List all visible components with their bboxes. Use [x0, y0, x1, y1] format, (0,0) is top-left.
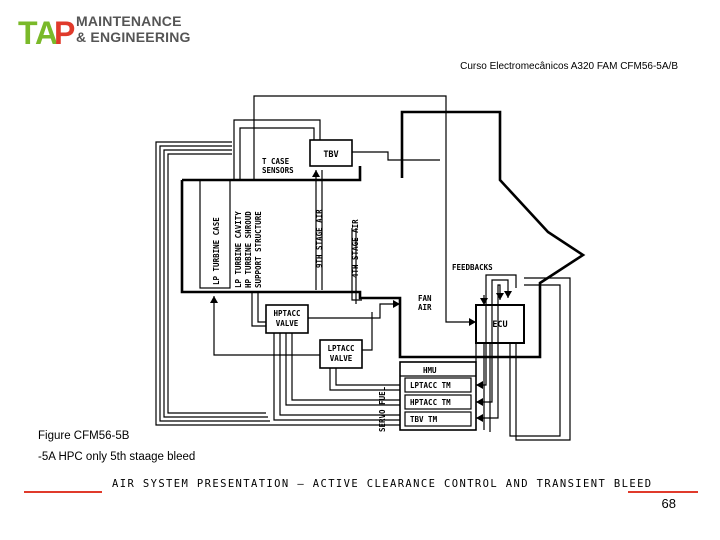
- hptacc-label-2: VALVE: [276, 319, 299, 328]
- support-structure-label: SUPPORT STRUCTURE: [254, 211, 263, 288]
- hmu-arrow-1: [476, 381, 483, 389]
- ecu-label: ECU: [492, 320, 507, 330]
- logo-letter-p: P: [54, 15, 75, 48]
- lp-turbine-cavity-label: LP TURBINE CAVITY: [234, 211, 243, 288]
- servo-line-1: [273, 333, 400, 421]
- lp-turbine-case-box: [199, 179, 231, 289]
- logo-line1: MAINTENANCE: [76, 13, 182, 29]
- logo-letter-a: A: [35, 15, 58, 48]
- lptacc-tm-label: LPTACC TM: [410, 381, 451, 390]
- lptacc-valve-box: [319, 339, 363, 369]
- course-title: Curso Electromecânicos A320 FAM CFM56-5A…: [460, 61, 678, 72]
- feedbacks-label: FEEDBACKS: [452, 263, 493, 272]
- servo-line-4: [291, 333, 400, 401]
- servo-line-3: [285, 333, 400, 406]
- fan-air-label-1: FAN: [418, 294, 432, 303]
- outer-loop-1: [155, 141, 400, 426]
- hptacc-label-1: HPTACC: [273, 309, 300, 318]
- red-rule-right: [628, 491, 698, 493]
- lptacc-label-2: VALVE: [330, 354, 353, 363]
- lp-case-arrow: [210, 296, 218, 303]
- logo-line2: & ENGINEERING: [76, 29, 191, 45]
- page-number: 68: [661, 496, 676, 511]
- figure-note: -5A HPC only 5th staage bleed: [38, 451, 196, 463]
- tap-logo: T A P: [18, 15, 75, 48]
- lp-turbine-case-label: LP TURBINE CASE: [212, 217, 221, 285]
- red-rule-left: [24, 491, 102, 493]
- fan-air-arrow: [393, 300, 400, 308]
- hmu-arrow-2: [476, 398, 483, 406]
- ninth-stage-air-label: 9TH STAGE AIR: [315, 209, 324, 268]
- lptacc-label-1: LPTACC: [327, 344, 354, 353]
- ecu-wiring-1: [509, 284, 561, 437]
- engine-outline: [180, 110, 586, 359]
- fourth-stage-air-label: 4TH STAGE AIR: [351, 219, 360, 278]
- fan-air-label-2: AIR: [418, 303, 432, 312]
- ecu-input-arrow: [469, 318, 476, 326]
- tbv-label: TBV: [323, 150, 338, 160]
- hptacc-inlet: [257, 292, 266, 323]
- fan-air-line: [308, 303, 400, 319]
- feedback-line-3: [476, 284, 501, 419]
- servo-fuel-label: SERVO FUEL: [378, 386, 387, 432]
- tbv-outlet: [352, 151, 440, 161]
- logo-text: MAINTENANCE & ENGINEERING: [76, 13, 191, 45]
- tbv-tm-box: [404, 411, 472, 427]
- servo-line-5: [329, 368, 400, 391]
- hptacc-tm-box: [404, 394, 472, 410]
- ecu-wiring-2: [515, 277, 571, 441]
- hmu-label: HMU: [423, 366, 437, 375]
- fourth-stage-air-line: [351, 228, 362, 301]
- servo-line-6: [335, 368, 400, 386]
- tbv-box: [309, 139, 353, 167]
- outer-loop-2: [159, 145, 270, 422]
- engine-outline-top: [182, 166, 362, 182]
- tbv-to-ecu-line: [253, 95, 476, 323]
- hmu-arrow-3: [476, 414, 483, 422]
- lptacc-tm-box: [404, 377, 472, 393]
- hptacc-tm-label: HPTACC TM: [410, 398, 451, 407]
- diagram-title: AIR SYSTEM PRESENTATION — ACTIVE CLEARAN…: [112, 478, 653, 490]
- tbv-supply-line-inner: [239, 127, 315, 180]
- feedback-line-2: [476, 279, 509, 403]
- feedback-arrow-1: [480, 298, 488, 305]
- hmu-box: [399, 361, 477, 431]
- feedback-arrow-3: [504, 291, 512, 298]
- lptacc-outlet: [362, 312, 373, 351]
- tbv-supply-line: [233, 119, 321, 180]
- hptacc-inlet-2: [251, 292, 266, 327]
- ecu-box: [475, 304, 525, 344]
- t-case-sensors-label-2: SENSORS: [262, 166, 294, 175]
- feedback-arrow-2: [496, 293, 504, 300]
- hp-turbine-shroud-label: HP TURBINE SHROUD: [244, 211, 253, 288]
- outer-loop-3: [163, 149, 268, 418]
- logo-letter-t: T: [18, 15, 38, 48]
- t-case-sensors-label-1: T CASE: [262, 157, 290, 166]
- figure-caption: Figure CFM56-5B: [38, 430, 130, 442]
- hptacc-valve-box: [265, 304, 309, 334]
- outer-loop-4: [167, 153, 266, 414]
- tbv-tm-label: TBV TM: [410, 415, 438, 424]
- ninth-stage-arrow: [312, 170, 320, 177]
- lptacc-supply: [213, 296, 320, 356]
- servo-line-2: [279, 333, 400, 416]
